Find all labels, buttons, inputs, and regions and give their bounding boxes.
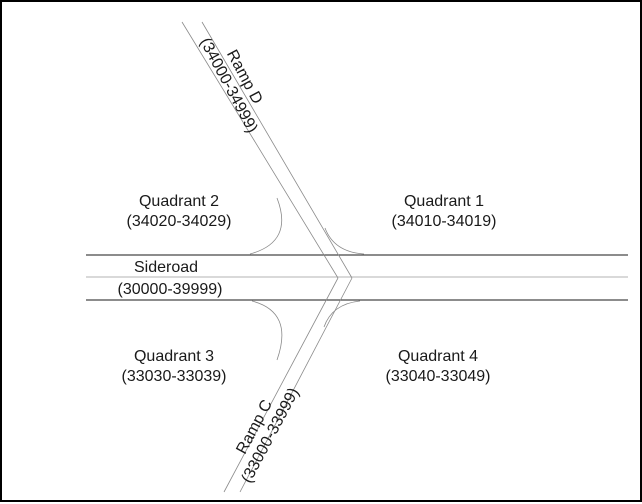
curb-return-quadrant-4 bbox=[323, 300, 361, 328]
ramp-d-edge-left bbox=[181, 21, 339, 279]
ramp-c-edge-right bbox=[239, 277, 353, 493]
quadrant-1-label: Quadrant 1 bbox=[404, 193, 484, 210]
curb-return-quadrant-2 bbox=[249, 197, 283, 255]
sideroad-range: (30000-39999) bbox=[118, 281, 223, 298]
quadrant-3-label: Quadrant 3 bbox=[134, 348, 214, 365]
quadrant-1-range: (34010-34019) bbox=[392, 213, 497, 230]
quadrant-2-range: (34020-34029) bbox=[127, 213, 232, 230]
quadrant-4-label: Quadrant 4 bbox=[398, 348, 478, 365]
quadrant-2-label: Quadrant 2 bbox=[139, 193, 219, 210]
ramp-c-edge-left bbox=[223, 277, 339, 493]
quadrant-4-range: (33040-33049) bbox=[386, 368, 491, 385]
ramp-d-edge-right bbox=[201, 21, 353, 279]
curb-return-quadrant-1 bbox=[324, 227, 365, 255]
curb-return-quadrant-3 bbox=[251, 300, 283, 361]
quadrant-3-range: (33030-33039) bbox=[122, 368, 227, 385]
sideroad-label: Sideroad bbox=[134, 259, 198, 276]
